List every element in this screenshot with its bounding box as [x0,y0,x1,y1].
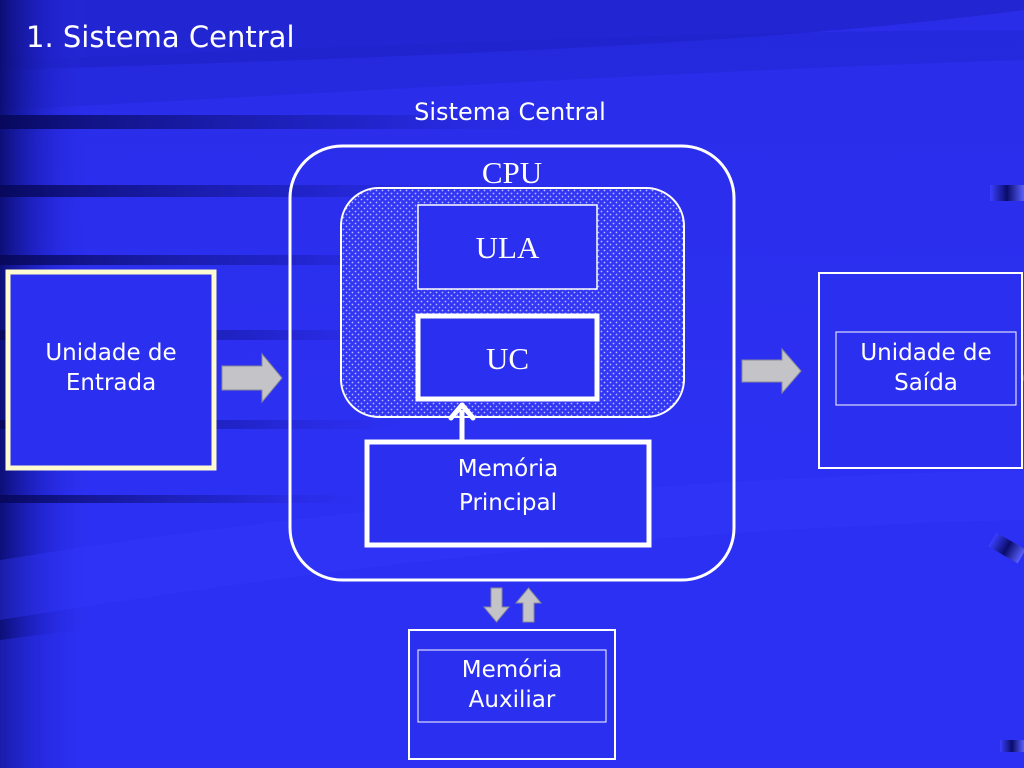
main-memory-box [364,439,652,548]
aux-memory-line1: Memória [461,657,563,683]
output-arrow-icon [741,347,802,395]
input-unit-box [5,269,217,471]
central-system-box [288,144,736,582]
output-unit-label: Unidade de Saída [836,338,1016,398]
up-arrow-icon [514,587,543,623]
down-arrow-icon [482,587,511,623]
central-system-label: Sistema Central [414,98,606,126]
ula-box [417,204,598,290]
input-unit-label: Unidade de Entrada [8,338,214,398]
aux-memory-label: Memória Auxiliar [418,655,606,715]
input-arrow-icon [221,352,283,404]
main-memory-line1: Memória [457,456,559,482]
aux-memory-inner-box [417,649,607,723]
input-unit-line1: Unidade de [45,340,177,366]
aux-memory-box [408,629,616,760]
cpu-label: CPU [481,155,543,190]
ula-label: ULA [475,230,540,265]
output-unit-inner-box [835,331,1017,406]
uc-label: UC [485,341,530,376]
aux-memory-line2: Auxiliar [468,687,556,713]
uc-box [415,313,600,402]
slide-title: 1. Sistema Central [26,20,295,54]
main-memory-line2: Principal [458,490,557,516]
memory-to-uc-arrow [448,402,476,441]
output-unit-line2: Saída [894,370,958,396]
main-memory-label: Memória Principal [367,452,649,520]
input-unit-line2: Entrada [65,370,157,396]
output-unit-box [818,272,1023,469]
output-unit-line1: Unidade de [860,340,992,366]
